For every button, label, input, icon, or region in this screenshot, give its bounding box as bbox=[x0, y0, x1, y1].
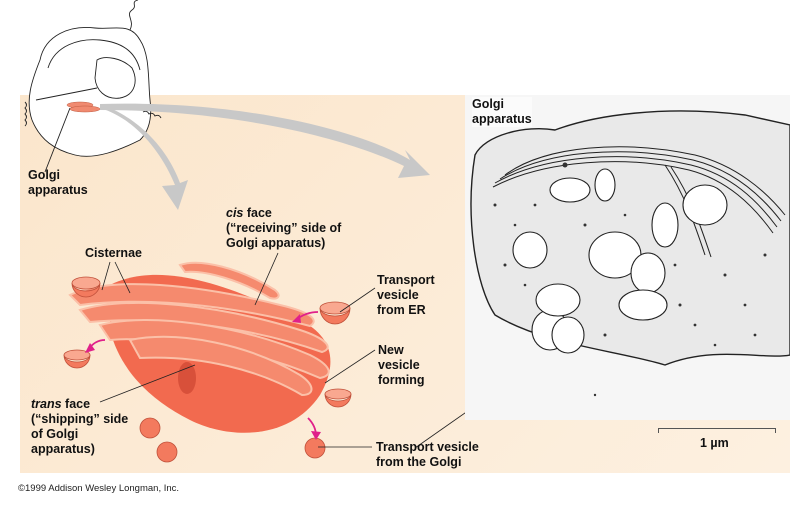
cis-face-line1: cis face bbox=[226, 206, 341, 221]
transport-vesicle-golgi-label: Transport vesicle from the Golgi bbox=[376, 440, 479, 470]
trans-face-line1: trans face bbox=[31, 397, 128, 412]
new-vesicle-line3: forming bbox=[378, 373, 425, 387]
micrograph-golgi-line1: Golgi bbox=[472, 97, 504, 111]
cis-face-line2: (“receiving” side of bbox=[226, 221, 342, 235]
transport-golgi-line2: from the Golgi bbox=[376, 455, 462, 469]
transport-er-line1: Transport bbox=[377, 273, 435, 287]
scale-bar-label: 1 µm bbox=[700, 436, 729, 450]
new-vesicle-label: New vesicle forming bbox=[378, 343, 425, 388]
arrow-to-drawing bbox=[100, 104, 188, 210]
cell-golgi-label: Golgi apparatus bbox=[28, 168, 88, 198]
cis-line1-rest: face bbox=[243, 206, 272, 220]
cell-golgi-label-line1: Golgi bbox=[28, 168, 60, 182]
arrow-to-micrograph bbox=[100, 103, 430, 178]
new-vesicle-line1: New bbox=[378, 343, 404, 357]
trans-face-line3: of Golgi bbox=[31, 427, 79, 441]
trans-line1-rest: face bbox=[61, 397, 91, 411]
cis-face-line3: Golgi apparatus) bbox=[226, 236, 326, 250]
micrograph-golgi-label: Golgi apparatus bbox=[472, 97, 532, 127]
scale-bar bbox=[658, 428, 776, 433]
transport-golgi-line1: Transport vesicle bbox=[376, 440, 479, 454]
trans-face-line4: apparatus) bbox=[31, 442, 95, 456]
cell-golgi-mini bbox=[66, 101, 101, 113]
cisternae-label: Cisternae bbox=[85, 246, 142, 260]
trans-face-line2: (“shipping” side bbox=[31, 412, 129, 426]
new-vesicle-line2: vesicle bbox=[378, 358, 420, 372]
transport-er-line2: vesicle bbox=[377, 288, 419, 302]
micrograph-ribosome-dots bbox=[493, 162, 767, 397]
transport-er-line3: from ER bbox=[377, 303, 426, 317]
cell-inset-drawing bbox=[24, 0, 162, 173]
micrograph-texture bbox=[465, 95, 790, 420]
micrograph-golgi-line2: apparatus bbox=[472, 112, 532, 126]
electron-micrograph bbox=[465, 95, 790, 420]
golgi-stack-drawing bbox=[63, 261, 352, 463]
trans-word: trans bbox=[31, 397, 62, 411]
copyright-notice: ©1999 Addison Wesley Longman, Inc. bbox=[18, 483, 180, 494]
cell-golgi-label-line2: apparatus bbox=[28, 183, 88, 197]
trans-face-label: trans face (“shipping” side of Golgi app… bbox=[31, 397, 128, 457]
cis-word: cis bbox=[226, 206, 244, 220]
cis-face-label: cis face (“receiving” side of Golgi appa… bbox=[226, 206, 341, 251]
transport-vesicle-er-label: Transport vesicle from ER bbox=[377, 273, 435, 318]
